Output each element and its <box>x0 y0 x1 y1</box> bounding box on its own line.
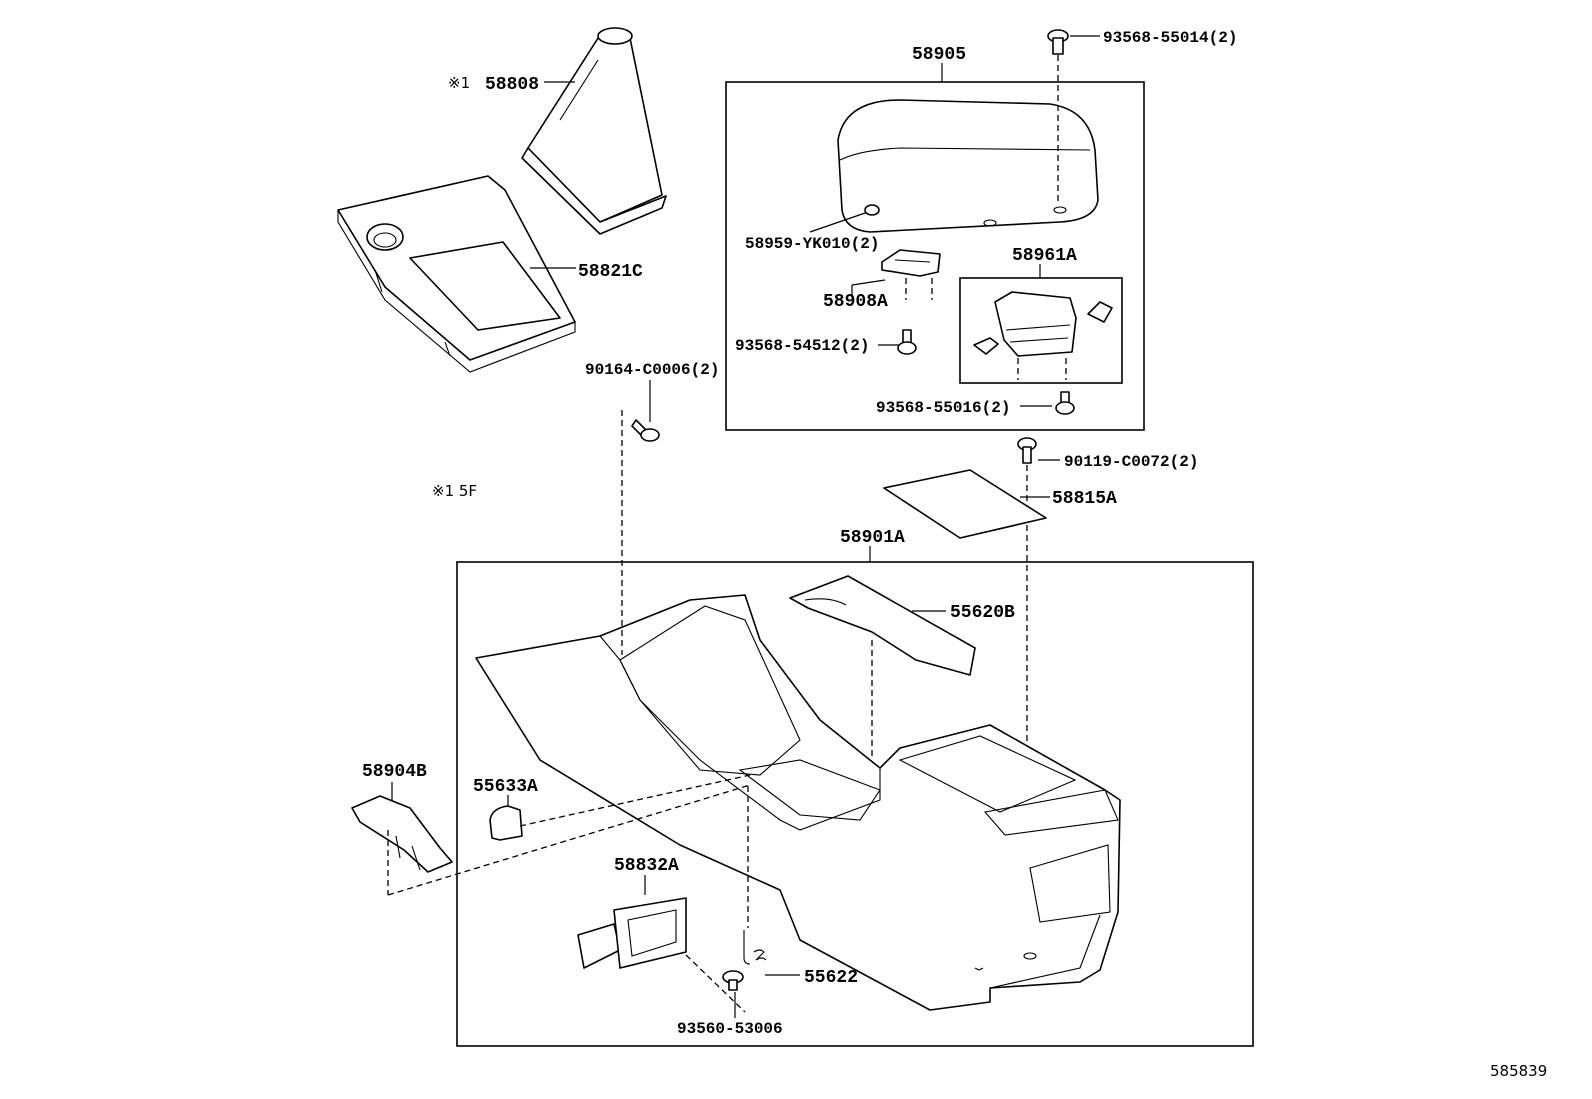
screw-93560-53006-icon[interactable] <box>722 970 744 991</box>
screw-93568-55014-icon[interactable] <box>1047 29 1069 55</box>
callout-58959-YK010: 58959-YK010(2) <box>745 235 879 253</box>
callout-90164-C0006: 90164-C0006(2) <box>585 361 719 379</box>
legend-note: ※1 5F <box>432 482 477 500</box>
shift-panel-part[interactable] <box>337 175 576 373</box>
console-lid-part[interactable] <box>837 99 1099 233</box>
callout-58832A: 58832A <box>614 856 679 876</box>
callout-58961A: 58961A <box>1012 246 1077 266</box>
console-body-part[interactable] <box>475 594 1121 1011</box>
lock-58908A-part[interactable] <box>881 249 941 277</box>
callout-58908A: 58908A <box>823 292 888 312</box>
callout-55620B: 55620B <box>950 603 1015 623</box>
screw-90164-icon[interactable] <box>631 419 660 442</box>
callout-90119-C0072: 90119-C0072(2) <box>1064 453 1198 471</box>
callout-55622: 55622 <box>804 968 858 988</box>
callout-58901A: 58901A <box>840 528 905 548</box>
callout-58821C: 58821C <box>578 262 643 282</box>
callout-93568-54512: 93568-54512(2) <box>735 337 869 355</box>
pocket-55633A-part[interactable] <box>489 805 523 841</box>
callout-93560-53006: 93560-53006 <box>677 1020 783 1038</box>
hinge-58961A-part[interactable] <box>973 291 1113 357</box>
callout-58904B: 58904B <box>362 762 427 782</box>
callout-93568-55016: 93568-55016(2) <box>876 399 1010 417</box>
bolt-90119-icon[interactable] <box>1017 437 1037 464</box>
shift-boot-part[interactable] <box>521 27 667 235</box>
mat-58815A-part[interactable] <box>883 469 1047 539</box>
tray-55620B-part[interactable] <box>789 575 976 676</box>
spring-55622-icon[interactable] <box>743 930 767 965</box>
callout-58815A: 58815A <box>1052 489 1117 509</box>
callout-58905: 58905 <box>912 45 966 65</box>
cover-58904B-part[interactable] <box>351 795 453 873</box>
callout-55633A: 55633A <box>473 777 538 797</box>
cushion-58959-icon[interactable] <box>864 204 880 216</box>
group-box-58901A <box>456 561 1254 1047</box>
screw-93568-55016-icon[interactable] <box>1055 391 1075 415</box>
diagram-id: 585839 <box>1490 1062 1547 1080</box>
box-58832A-part[interactable] <box>577 897 687 969</box>
screw-93568-54512-icon[interactable] <box>897 329 917 355</box>
group-box-58961A <box>959 277 1123 384</box>
callout-93568-55014: 93568-55014(2) <box>1103 29 1237 47</box>
group-box-58905 <box>725 81 1145 431</box>
note-mark-58808: ※1 <box>448 74 470 92</box>
callout-58808: 58808 <box>485 75 539 95</box>
